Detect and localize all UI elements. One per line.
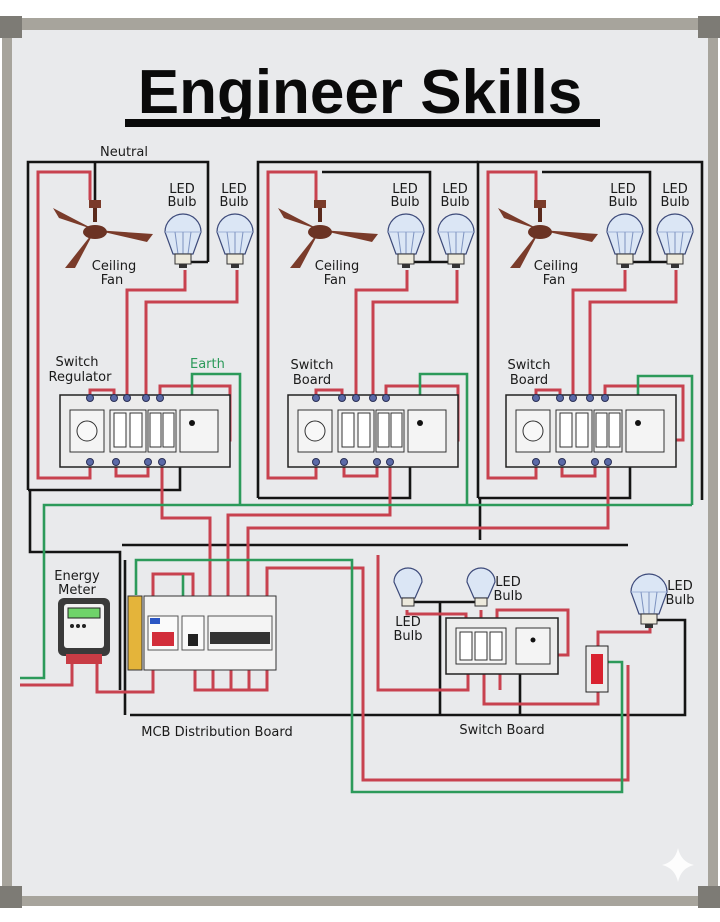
label-led: LED [610,182,635,197]
label-bulb: Bulb [493,589,522,604]
label-board: Board [510,373,548,388]
label-led: LED [392,182,417,197]
label-ceiling: Ceiling [315,259,359,274]
label-neutral: Neutral [100,145,148,160]
mcb-distribution-board [127,595,277,671]
ceiling-fan-1 [53,200,153,268]
ceiling-fan-2 [278,200,378,268]
label-led: LED [662,182,687,197]
energy-meter [58,598,110,664]
label-led: LED [667,579,692,594]
label-earth: Earth [190,357,225,372]
label-energy: Energy [54,569,100,584]
label-regulator: Regulator [49,370,113,385]
label-ceiling: Ceiling [534,259,578,274]
label-fan: Fan [543,273,566,288]
label-fan: Fan [324,273,347,288]
label-switch-board-bottom: Switch Board [459,723,544,738]
label-ceiling: Ceiling [92,259,136,274]
label-bulb: Bulb [167,195,196,210]
label-led: LED [169,182,194,197]
label-bulb: Bulb [219,195,248,210]
label-bulb: Bulb [608,195,637,210]
frame-corner [0,16,22,38]
switch-board-room-1 [59,394,231,468]
label-bulb: Bulb [390,195,419,210]
label-switch: Switch [56,355,99,370]
label-meter: Meter [58,583,96,598]
label-led: LED [395,615,420,630]
label-bulb: Bulb [665,593,694,608]
label-switch: Switch [291,358,334,373]
label-led: LED [495,575,520,590]
frame-corner [698,16,720,38]
earth-wires [20,372,694,794]
frame-corner [0,886,22,908]
label-mcb-board: MCB Distribution Board [141,725,293,740]
label-bulb: Bulb [393,629,422,644]
frame-corner [698,886,720,908]
page-title: Engineer Skills [138,58,583,127]
switch-board-bottom [445,617,559,675]
label-fan: Fan [101,273,124,288]
label-switch: Switch [508,358,551,373]
sparkle-icon [662,848,694,882]
label-board: Board [293,373,331,388]
label-led: LED [442,182,467,197]
terminals [86,394,612,466]
label-bulb: Bulb [440,195,469,210]
switch-board-room-3 [505,394,677,468]
label-led: LED [221,182,246,197]
label-bulb: Bulb [660,195,689,210]
title-underline [125,119,600,127]
ceiling-fan-3 [498,200,598,268]
switch-board-room-2 [287,394,459,468]
isolator-switch [585,645,609,693]
